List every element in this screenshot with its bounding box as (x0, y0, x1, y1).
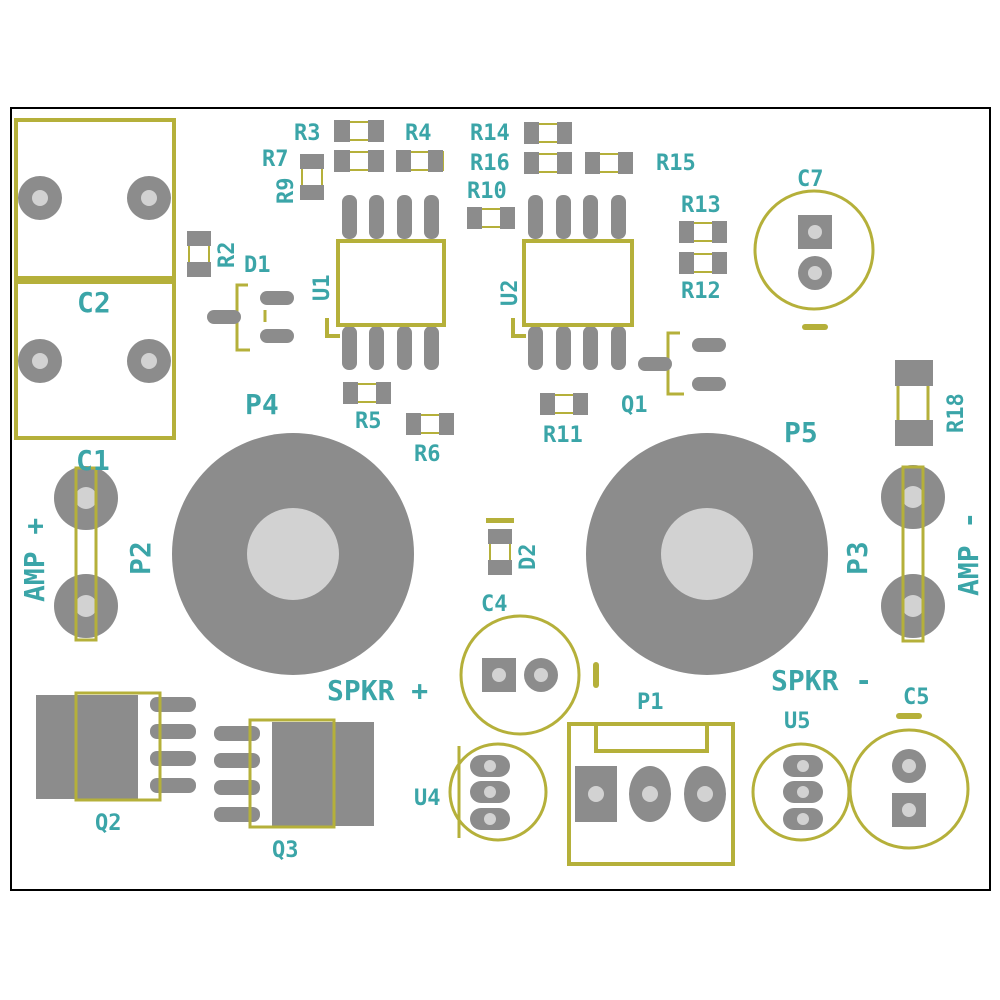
reference-labels: R3 R4 R7 R9 R2 D1 U1 U2 R14 R16 R15 R10 … (18, 121, 985, 863)
c2-component (14, 118, 176, 440)
label-u2: U2 (498, 280, 523, 307)
label-amp-minus: AMP - (952, 512, 985, 596)
label-r10: R10 (467, 179, 507, 204)
label-r4: R4 (405, 121, 432, 146)
label-q1: Q1 (621, 393, 648, 418)
c5-capacitor (848, 713, 970, 850)
label-r9: R9 (274, 178, 299, 205)
u4-regulator (448, 742, 548, 842)
label-d2: D2 (516, 544, 541, 571)
label-r14: R14 (470, 121, 510, 146)
q2-transistor (36, 691, 196, 802)
label-r7: R7 (262, 147, 289, 172)
label-q3: Q3 (272, 838, 299, 863)
label-c4: C4 (481, 592, 508, 617)
u1-ic (325, 195, 446, 370)
label-d1: D1 (244, 253, 271, 278)
label-u4: U4 (414, 786, 441, 811)
p2-connector (54, 466, 118, 642)
label-r16: R16 (470, 151, 510, 176)
label-u1: U1 (310, 275, 335, 302)
label-c2: C2 (77, 286, 111, 319)
smd-resistors (187, 120, 933, 575)
q1-component (638, 331, 726, 396)
p4-pad (172, 433, 414, 675)
label-r12: R12 (681, 279, 721, 304)
label-c1: C1 (76, 444, 110, 477)
label-p2: P2 (124, 541, 157, 575)
label-u5: U5 (784, 709, 811, 734)
p5-pad (586, 433, 828, 675)
u2-ic (511, 195, 634, 370)
u5-regulator (751, 742, 851, 842)
c4-capacitor (459, 614, 599, 736)
label-r13: R13 (681, 193, 721, 218)
p3-connector (881, 465, 945, 643)
label-q2: Q2 (95, 811, 122, 836)
label-p3: P3 (841, 541, 874, 575)
label-p4: P4 (245, 388, 279, 421)
label-c7: C7 (797, 167, 824, 192)
c7-capacitor (753, 189, 875, 330)
label-r5: R5 (355, 409, 382, 434)
label-r3: R3 (294, 121, 321, 146)
label-c5: C5 (903, 685, 930, 710)
board-outline (10, 107, 991, 891)
label-spkr-plus: SPKR + (327, 674, 428, 707)
label-spkr-minus: SPKR - (771, 664, 872, 697)
label-r6: R6 (414, 442, 441, 467)
label-r2: R2 (215, 242, 240, 269)
label-r18: R18 (944, 393, 969, 433)
d1-component (207, 283, 294, 352)
label-p5: P5 (784, 416, 818, 449)
p1-connector (567, 722, 735, 866)
label-p1: P1 (637, 690, 664, 715)
label-r15: R15 (656, 151, 696, 176)
q3-transistor (214, 718, 374, 829)
label-amp-plus: AMP + (18, 518, 51, 602)
label-r11: R11 (543, 423, 583, 448)
